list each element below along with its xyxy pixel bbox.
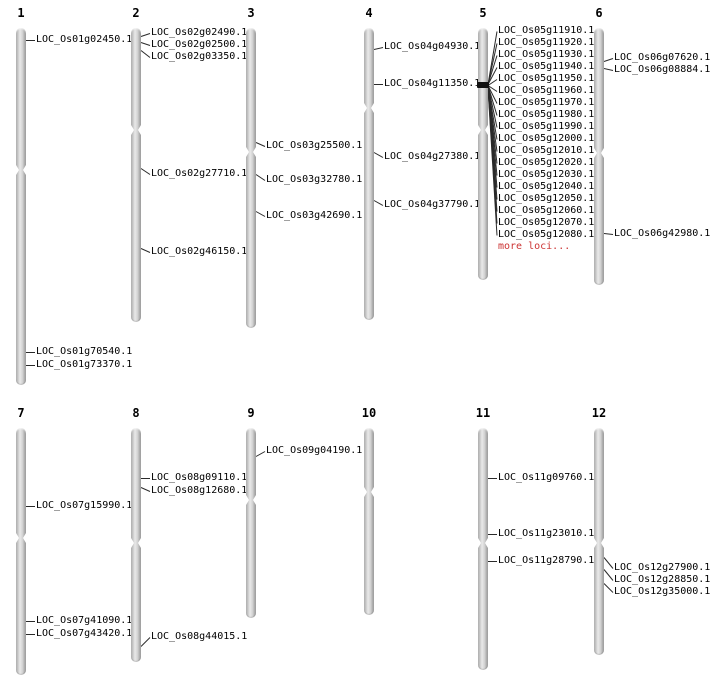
centromere-notch-right [138,125,141,135]
centromere-notch-right [23,165,26,175]
locus-label[interactable]: LOC_Os01g02450.1 [36,34,133,45]
chromosome-bar [364,28,374,320]
chromosome-bar [478,428,488,670]
chromosome-number: 2 [132,6,140,20]
centromere-notch-left [364,487,367,497]
centromere-notch-right [253,147,256,157]
centromere-notch-right [138,538,141,548]
locus-label[interactable]: LOC_Os07g43420.1 [36,628,133,639]
locus-label[interactable]: LOC_Os05g11910.1 [498,25,595,36]
locus-label[interactable]: LOC_Os03g32780.1 [266,174,363,185]
locus-label[interactable]: LOC_Os04g04930.1 [384,41,481,52]
centromere-notch-right [601,148,604,158]
locus-label[interactable]: LOC_Os11g28790.1 [498,555,595,566]
locus-label[interactable]: LOC_Os11g23010.1 [498,528,595,539]
locus-label[interactable]: LOC_Os05g11940.1 [498,61,595,72]
locus-label[interactable]: LOC_Os08g09110.1 [151,472,248,483]
locus-band [477,82,489,88]
centromere-notch-right [485,538,488,548]
chromosome-number: 11 [475,406,491,420]
chromosome-number: 3 [247,6,255,20]
centromere-notch-left [364,103,367,113]
locus-label[interactable]: LOC_Os05g11970.1 [498,97,595,108]
more-loci-link[interactable]: more loci... [498,241,571,252]
locus-label[interactable]: LOC_Os04g11350.1 [384,78,481,89]
locus-label[interactable]: LOC_Os12g35000.1 [614,586,711,597]
centromere-notch-left [594,148,597,158]
chromosome-number: 6 [595,6,603,20]
locus-label[interactable]: LOC_Os04g27380.1 [384,151,481,162]
chromosome-bar [246,428,256,618]
chromosome-number: 4 [365,6,373,20]
locus-label[interactable]: LOC_Os03g42690.1 [266,210,363,221]
locus-label[interactable]: LOC_Os05g12070.1 [498,217,595,228]
chromosome-bar [131,28,141,322]
centromere-notch-left [594,538,597,548]
centromere-notch-left [478,538,481,548]
locus-label[interactable]: LOC_Os02g03350.1 [151,51,248,62]
locus-label[interactable]: LOC_Os05g12010.1 [498,145,595,156]
centromere-notch-right [23,533,26,543]
locus-label[interactable]: LOC_Os01g73370.1 [36,359,133,370]
chromosome-number: 9 [247,406,255,420]
locus-label[interactable]: LOC_Os02g02490.1 [151,27,248,38]
centromere-notch-right [253,495,256,505]
locus-label[interactable]: LOC_Os05g12050.1 [498,193,595,204]
chromosome-bar [246,28,256,328]
locus-label[interactable]: LOC_Os08g44015.1 [151,631,248,642]
locus-label[interactable]: LOC_Os05g11960.1 [498,85,595,96]
centromere-notch-left [16,165,19,175]
locus-label[interactable]: LOC_Os05g12020.1 [498,157,595,168]
centromere-notch-right [371,103,374,113]
chromosome-bar [131,428,141,662]
chromosome-bar [16,428,26,675]
locus-label[interactable]: LOC_Os05g12060.1 [498,205,595,216]
locus-label[interactable]: LOC_Os05g11950.1 [498,73,595,84]
chromosome-number: 5 [479,6,487,20]
chromosome-number: 7 [17,406,25,420]
locus-label[interactable]: LOC_Os05g11990.1 [498,121,595,132]
locus-label[interactable]: LOC_Os05g11930.1 [498,49,595,60]
locus-label[interactable]: LOC_Os07g15990.1 [36,500,133,511]
locus-label[interactable]: LOC_Os11g09760.1 [498,472,595,483]
chromosome-bar [594,28,604,285]
chromosome-bar [478,28,488,280]
locus-label[interactable]: LOC_Os05g12080.1 [498,229,595,240]
locus-label[interactable]: LOC_Os04g37790.1 [384,199,481,210]
locus-label[interactable]: LOC_Os06g08884.1 [614,64,711,75]
locus-label[interactable]: LOC_Os05g12040.1 [498,181,595,192]
centromere-notch-left [131,125,134,135]
locus-label[interactable]: LOC_Os05g11980.1 [498,109,595,120]
centromere-notch-left [478,125,481,135]
chromosome-bar [364,428,374,615]
locus-label[interactable]: LOC_Os06g42980.1 [614,228,711,239]
chromosome-number: 12 [591,406,607,420]
chromosome-bar [594,428,604,655]
locus-label[interactable]: LOC_Os03g25500.1 [266,140,363,151]
centromere-notch-right [485,125,488,135]
locus-label[interactable]: LOC_Os05g11920.1 [498,37,595,48]
locus-label[interactable]: LOC_Os06g07620.1 [614,52,711,63]
locus-label[interactable]: LOC_Os08g12680.1 [151,485,248,496]
locus-label[interactable]: LOC_Os09g04190.1 [266,445,363,456]
centromere-notch-left [131,538,134,548]
locus-label[interactable]: LOC_Os02g46150.1 [151,246,248,257]
chromosome-number: 10 [361,406,377,420]
chromosome-number: 1 [17,6,25,20]
centromere-notch-right [371,487,374,497]
centromere-notch-left [16,533,19,543]
centromere-notch-left [246,147,249,157]
chromosome-number: 8 [132,406,140,420]
locus-label[interactable]: LOC_Os12g27900.1 [614,562,711,573]
locus-label[interactable]: LOC_Os01g70540.1 [36,346,133,357]
centromere-notch-left [246,495,249,505]
locus-label[interactable]: LOC_Os12g28850.1 [614,574,711,585]
locus-label[interactable]: LOC_Os02g27710.1 [151,168,248,179]
locus-label[interactable]: LOC_Os02g02500.1 [151,39,248,50]
chromosome-bar [16,28,26,385]
centromere-notch-right [601,538,604,548]
locus-label[interactable]: LOC_Os05g12030.1 [498,169,595,180]
locus-label[interactable]: LOC_Os07g41090.1 [36,615,133,626]
locus-label[interactable]: LOC_Os05g12000.1 [498,133,595,144]
